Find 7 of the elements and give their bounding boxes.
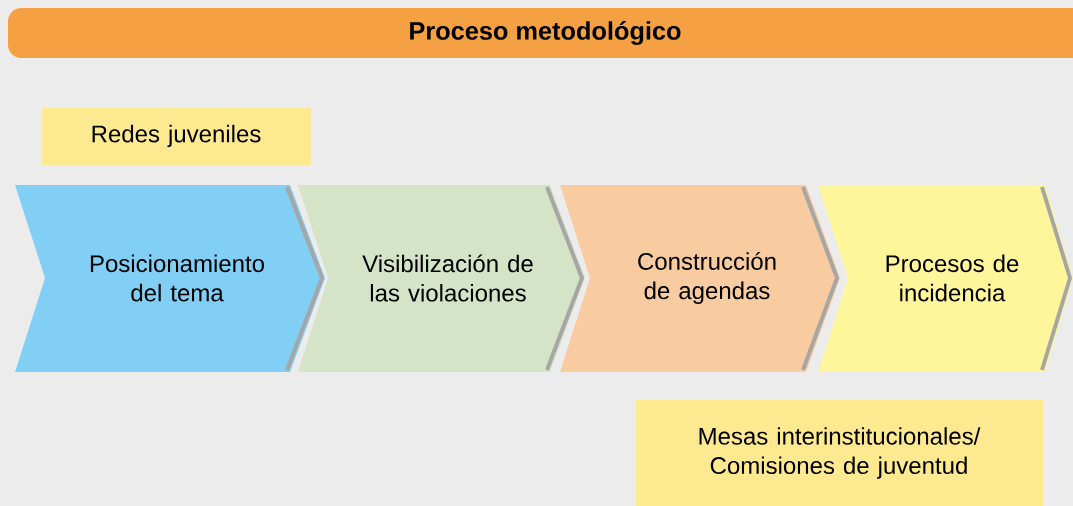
- chevron-step: Visibilización de las violaciones: [298, 185, 585, 372]
- label-box: Redes juveniles: [42, 108, 311, 165]
- chevron-step: Procesos de incidencia: [818, 185, 1073, 372]
- chevron-step: Posicionamiento del tema: [15, 185, 325, 372]
- chevron-step: Construcción de agendas: [560, 185, 840, 372]
- label-box: Mesas interinstitucionales/ Comisiones de juventud: [636, 400, 1043, 506]
- title-banner: Proceso metodológico: [8, 8, 1073, 58]
